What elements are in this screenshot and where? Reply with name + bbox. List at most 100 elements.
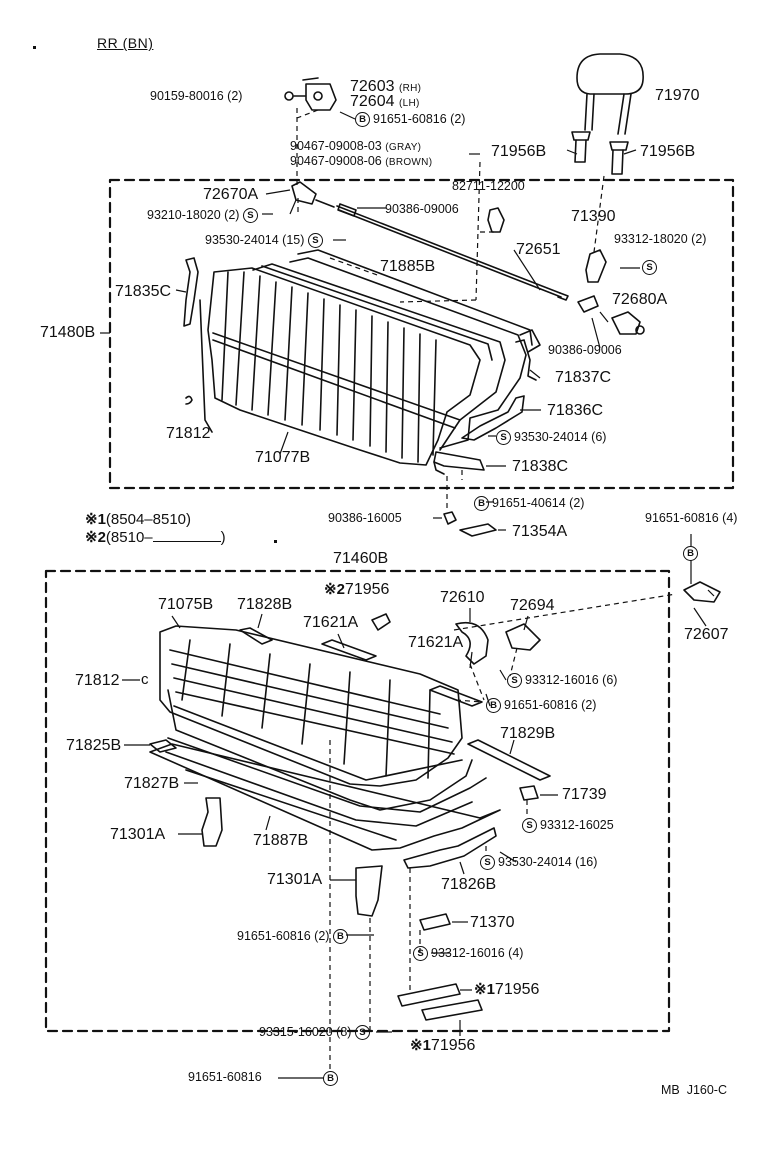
block-71739	[519, 785, 539, 801]
lock-assembly-72670a	[291, 181, 335, 208]
hook-72610	[455, 621, 489, 665]
headrest-shape	[576, 53, 644, 135]
seatback-cover-71077b	[207, 267, 481, 466]
cushion-cover-71075b	[159, 625, 463, 787]
part-label-72610: 72610	[440, 589, 485, 606]
screw-s-symbol: S	[242, 208, 258, 223]
part-label-71887b: 71887B	[253, 832, 309, 849]
part-label-71826b: 71826B	[441, 876, 497, 893]
part-label-71460b: 71460B	[333, 550, 389, 567]
bar-71828b	[239, 627, 273, 645]
part-label-90467-06: 90467-09008-06 (BROWN)	[290, 154, 433, 168]
part-label-71825b: 71825B	[66, 737, 122, 754]
bolt-b-symbol-bottom: B	[323, 1071, 338, 1086]
part-label-90159: 90159-80016 (2)	[150, 89, 243, 103]
clip-71812-top	[185, 395, 193, 405]
cushion-pad	[167, 689, 473, 811]
cushion-frame-71887b	[165, 737, 487, 841]
part-label-91651-60816-4: 91651-60816 (4)	[645, 511, 738, 525]
wire-71835c	[183, 257, 199, 327]
screw-s-symbol: S	[522, 818, 537, 833]
wire-71837c	[515, 339, 537, 381]
bar-71825b	[149, 739, 177, 753]
bracket-71354a	[459, 523, 497, 537]
legend-note-2: ※2(8510–)	[85, 529, 226, 546]
part-label-90386-09006-top: 90386-09006	[385, 202, 459, 216]
part-label-71828b: 71828B	[237, 596, 293, 613]
part-label-71390: 71390	[571, 208, 616, 225]
screw-s-symbol-71390: S	[642, 260, 657, 275]
hinge-71836c	[461, 395, 525, 441]
part-label-71837c: 71837C	[555, 369, 612, 386]
part-label-93312-18020: 93312-18020 (2)	[614, 232, 707, 246]
bar-71829b	[467, 739, 551, 781]
part-label-71970: 71970	[655, 87, 700, 104]
legend-note-1: ※1(8504–8510)	[85, 511, 191, 528]
part-label-72603: 72603 (RH)	[350, 78, 422, 95]
part-label-71829b: 71829B	[500, 725, 556, 742]
part-label-72607: 72607	[684, 626, 729, 643]
lock-striker-bracket	[302, 77, 337, 111]
screw-s-symbol: S	[480, 855, 495, 870]
screw-s-symbol: S	[354, 1025, 370, 1040]
part-label-71812-bottom: 71812	[75, 672, 120, 689]
bracket-71956-b	[421, 999, 483, 1021]
striker-72680a	[611, 311, 645, 335]
seatback-pad	[252, 263, 506, 451]
bracket-71370	[419, 913, 451, 931]
latch-72694	[505, 623, 541, 651]
hinge-71838c	[433, 451, 485, 471]
bracket-71390	[585, 249, 607, 283]
screw-s-symbol: S	[496, 430, 511, 445]
bolt-71956	[371, 613, 391, 631]
corner-dot	[33, 46, 36, 49]
part-label-72694: 72694	[510, 597, 555, 614]
part-label-71621a-right: 71621A	[408, 634, 464, 651]
part-label-71621a-left: 71621A	[303, 614, 359, 631]
headrest-support-right	[609, 141, 629, 175]
bracket-71956-a	[397, 983, 461, 1007]
bolt-b-symbol: B	[474, 496, 489, 511]
legend-dot	[274, 540, 277, 543]
bushing-90386-top	[337, 203, 357, 217]
part-label-71956b-left: 71956B	[491, 143, 547, 160]
bolt-90159	[284, 91, 294, 101]
part-label-71301a-bottom: 71301A	[267, 871, 323, 888]
part-label-71354a: 71354A	[512, 523, 568, 540]
part-label-72651: 72651	[516, 241, 561, 258]
bushing-90386-right	[577, 295, 599, 313]
screw-s-symbol: S	[413, 946, 428, 961]
diagram-title: RR (BN)	[97, 35, 154, 51]
part-label-71838c: 71838C	[512, 458, 569, 475]
part-label-72680a: 72680A	[612, 291, 668, 308]
part-label-91651-60816-bottom: 91651-60816	[188, 1070, 262, 1084]
part-label-90386-09006-right: 90386-09006	[548, 343, 622, 357]
bar-71826b	[403, 827, 497, 869]
screw-s-symbol: S	[507, 673, 522, 688]
bracket-71301a-left	[201, 797, 223, 847]
part-label-71835c: 71835C	[115, 283, 172, 300]
bracket-71301a-bottom	[355, 865, 383, 917]
part-label-93315: 93315-16020 (8) S	[259, 1025, 373, 1040]
part-label-71077b: 71077B	[255, 449, 311, 466]
part-label-71480b: 71480B	[40, 324, 96, 341]
bolt-b-symbol: B	[486, 698, 501, 713]
bolt-b-symbol: B	[355, 112, 370, 127]
part-label-71956-note1-a: ※171956	[474, 981, 540, 998]
part-label-71739: 71739	[562, 786, 607, 803]
clip-82711	[487, 207, 505, 233]
part-label-71812-top: 71812	[166, 425, 211, 442]
part-label-71827b: 71827B	[124, 775, 180, 792]
part-label-82711: 82711-12200	[452, 179, 525, 193]
part-label-90386-16005: 90386-16005	[328, 511, 402, 525]
diagram-code: MB J160-C	[661, 1083, 727, 1097]
part-label-93530-15: 93530-24014 (15) S	[205, 233, 326, 248]
